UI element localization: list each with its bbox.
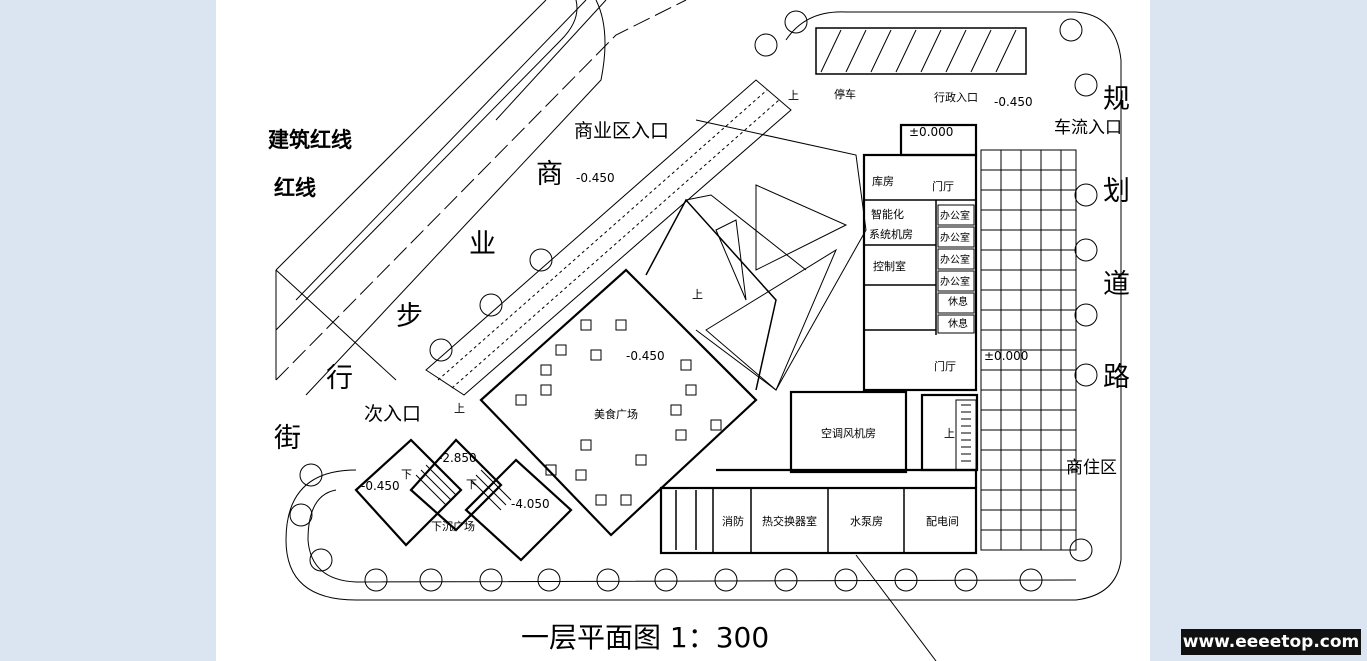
drawing-title: 一层平面图 1：300 <box>521 621 769 654</box>
label-road-gui: 规 <box>1103 84 1130 115</box>
label-parking: 停车 <box>834 87 856 101</box>
label-office-2: 办公室 <box>940 231 970 244</box>
label-up-3: 上 <box>454 402 465 415</box>
label-office-4: 办公室 <box>940 275 970 288</box>
label-down-1: 下 <box>401 468 412 481</box>
label-secondary-entrance: 次入口 <box>364 403 421 425</box>
commercial-walkway-paving <box>425 79 792 396</box>
label-office-1: 办公室 <box>940 209 970 222</box>
label-up-2: 上 <box>692 288 703 301</box>
label-walkway-xing: 行 <box>326 363 353 394</box>
drawing-sheet: 建筑红线 红线 商 业 步 行 街 规 划 道 路 商业区入口 车流入口 次入口… <box>216 0 1150 661</box>
label-jianzhu-hongxian: 建筑红线 <box>268 128 352 152</box>
food-court <box>479 194 807 537</box>
label-up-1: 上 <box>788 89 799 102</box>
floor-plan-drawing: 建筑红线 红线 商 业 步 行 街 规 划 道 路 商业区入口 车流入口 次入口… <box>268 0 1130 661</box>
site-boundary-lines <box>275 0 1122 661</box>
level-marker-walkway: -0.450 <box>576 171 615 185</box>
level-marker-food-court: -0.450 <box>626 349 665 363</box>
building-walls <box>659 123 979 555</box>
level-marker-plaza: -0.450 <box>361 479 400 493</box>
residential-paving-grid <box>980 149 1077 551</box>
label-admin-entrance: 行政入口 <box>934 90 978 104</box>
label-ac-room: 空调风机房 <box>821 426 876 440</box>
level-marker-lobby: ±0.000 <box>984 349 1028 363</box>
label-road-dao: 道 <box>1103 269 1130 300</box>
label-lobby-top: 门厅 <box>932 179 954 193</box>
level-marker-sunken-1: -2.850 <box>438 451 477 465</box>
label-lobby-bottom: 门厅 <box>934 359 956 373</box>
label-rest-1: 休息 <box>948 295 968 308</box>
label-food-court: 美食广场 <box>594 407 638 421</box>
label-commercial-entrance: 商业区入口 <box>574 120 669 142</box>
site-watermark: www.eeeetop.com <box>1181 629 1361 655</box>
label-heat-exchanger: 热交换器室 <box>762 514 817 528</box>
level-marker-sunken-2: -4.050 <box>511 497 550 511</box>
label-walkway-bu: 步 <box>396 301 423 332</box>
trees <box>289 10 1098 592</box>
food-court-tables <box>515 319 722 506</box>
label-control-room: 控制室 <box>873 259 906 273</box>
label-intelligent-2: 系统机房 <box>869 227 913 241</box>
label-hongxian: 红线 <box>274 176 316 200</box>
label-residential-zone: 商住区 <box>1066 458 1117 478</box>
label-storage: 库房 <box>872 175 894 188</box>
label-fire: 消防 <box>722 514 744 528</box>
label-intelligent-1: 智能化 <box>871 207 904 221</box>
label-walkway-ye: 业 <box>469 229 496 260</box>
sunken-plaza <box>354 438 573 562</box>
label-down-2: 下 <box>466 478 477 491</box>
label-distribution: 配电间 <box>926 515 959 528</box>
label-sunken-plaza: 下沉广场 <box>431 519 475 533</box>
level-marker-admin: ±0.000 <box>909 125 953 139</box>
label-pump-room: 水泵房 <box>850 515 883 528</box>
level-marker-road: -0.450 <box>994 95 1033 109</box>
label-vehicle-entrance: 车流入口 <box>1054 118 1122 138</box>
label-rest-2: 休息 <box>948 317 968 330</box>
parking-strip <box>815 27 1027 75</box>
label-walkway-shang: 商 <box>536 159 563 190</box>
label-office-3: 办公室 <box>940 253 970 266</box>
label-walkway-jie: 街 <box>274 423 301 454</box>
label-road-hua: 划 <box>1103 176 1130 207</box>
atrium-triangles <box>695 119 867 391</box>
label-up-4: 上 <box>944 427 955 440</box>
label-road-lu: 路 <box>1103 362 1130 393</box>
